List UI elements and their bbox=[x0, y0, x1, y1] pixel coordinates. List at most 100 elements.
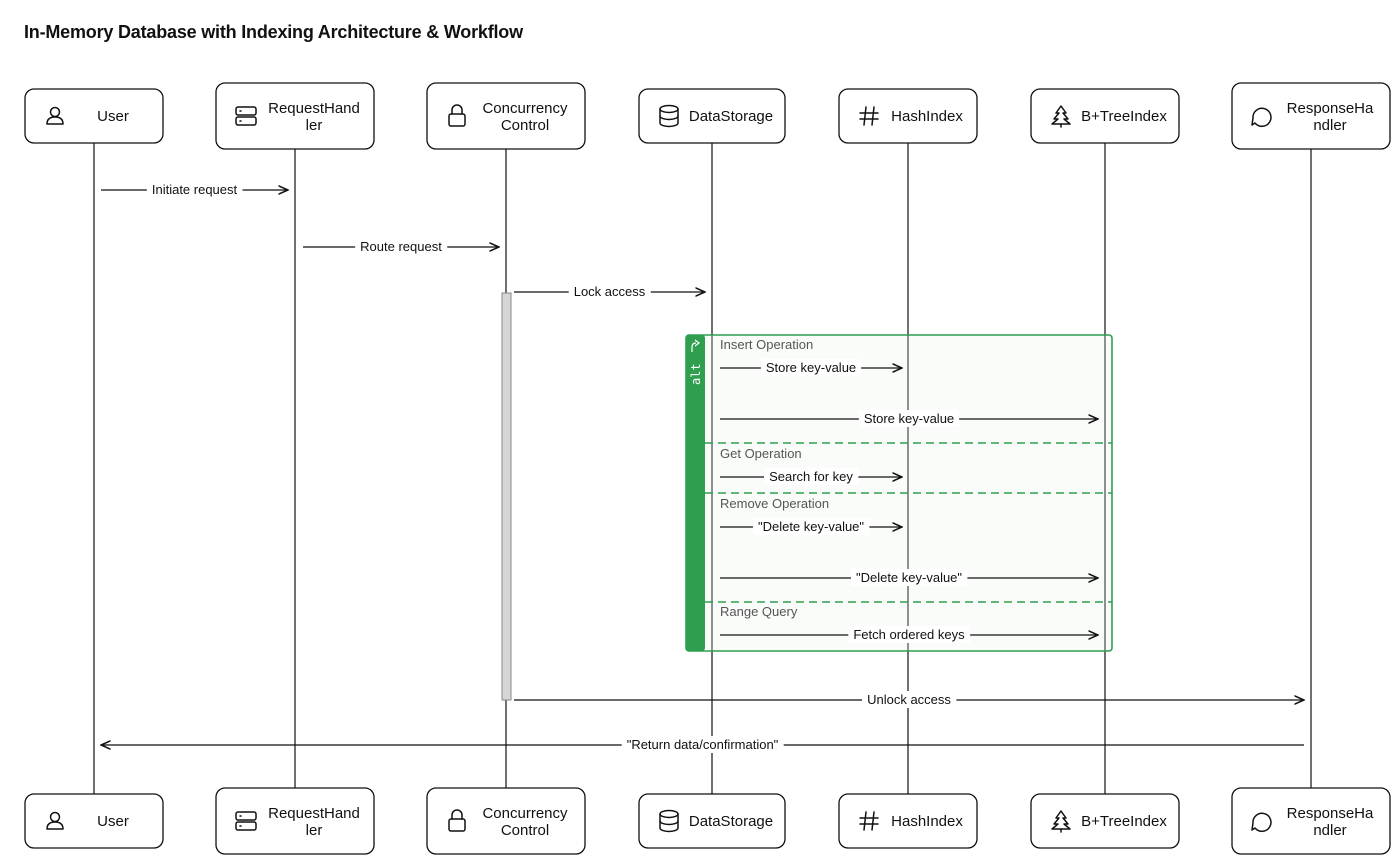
message-label-bg-3 bbox=[760, 359, 862, 376]
participant-label-concurrency-control-bottom-0: Concurrency bbox=[482, 805, 568, 822]
participant-user-top: User bbox=[24, 88, 164, 144]
message-label-9: Unlock access bbox=[867, 692, 951, 707]
tree-icon bbox=[1051, 810, 1071, 833]
participant-box-response-handler-bottom bbox=[1231, 787, 1391, 855]
participant-hash-index-bottom: HashIndex bbox=[838, 793, 978, 849]
participant-label-data-storage-bottom-0: DataStorage bbox=[689, 813, 773, 830]
participant-box-hash-index-bottom bbox=[838, 793, 978, 849]
message-label-bg-7 bbox=[850, 569, 968, 586]
message-label-1: Route request bbox=[360, 239, 442, 254]
message-label-4: Store key-value bbox=[864, 411, 954, 426]
message-7: "Delete key-value" bbox=[720, 569, 1098, 586]
message-8: Fetch ordered keys bbox=[720, 626, 1098, 643]
lock-icon bbox=[448, 104, 466, 127]
participant-label-request-handler-bottom-0: RequestHand bbox=[268, 805, 360, 822]
participant-box-user-bottom bbox=[24, 793, 164, 849]
participant-label-user-top-0: User bbox=[97, 108, 129, 125]
hash-icon bbox=[859, 106, 879, 126]
message-label-0: Initiate request bbox=[152, 182, 238, 197]
participant-label-concurrency-control-top-0: Concurrency bbox=[482, 100, 568, 117]
participant-label-btree-index-bottom-0: B+TreeIndex bbox=[1081, 813, 1167, 830]
alt-section-label-0: Insert Operation bbox=[720, 337, 813, 352]
participant-label-concurrency-control-bottom-1: Control bbox=[501, 822, 549, 839]
participant-box-btree-index-top bbox=[1030, 88, 1180, 144]
message-label-8: Fetch ordered keys bbox=[853, 627, 965, 642]
participant-label-btree-index-top-0: B+TreeIndex bbox=[1081, 108, 1167, 125]
message-label-3: Store key-value bbox=[766, 360, 856, 375]
message-label-bg-9 bbox=[862, 691, 957, 708]
alt-section-label-1: Get Operation bbox=[720, 446, 802, 461]
participant-box-btree-index-bottom bbox=[1030, 793, 1180, 849]
participant-btree-index-bottom: B+TreeIndex bbox=[1030, 793, 1180, 849]
message-9: Unlock access bbox=[514, 691, 1304, 708]
participant-label-concurrency-control-top-1: Control bbox=[501, 117, 549, 134]
user-icon bbox=[46, 811, 64, 830]
message-label-10: "Return data/confirmation" bbox=[627, 737, 779, 752]
participant-box-user-top bbox=[24, 88, 164, 144]
participant-label-hash-index-bottom-0: HashIndex bbox=[891, 813, 963, 830]
alt-frame-label: alt bbox=[689, 363, 703, 385]
chat-bubble-icon bbox=[1251, 812, 1272, 833]
participant-box-data-storage-bottom bbox=[638, 793, 786, 849]
alt-section-label-3: Range Query bbox=[720, 604, 798, 619]
participant-label-request-handler-top-1: ler bbox=[306, 117, 323, 134]
message-label-bg-10 bbox=[621, 736, 784, 753]
message-label-bg-5 bbox=[764, 468, 859, 485]
participant-label-response-handler-bottom-0: ResponseHa bbox=[1287, 805, 1374, 822]
alt-section-label-2: Remove Operation bbox=[720, 496, 829, 511]
participant-label-response-handler-top-1: ndler bbox=[1313, 117, 1346, 134]
participant-data-storage-bottom: DataStorage bbox=[638, 793, 786, 849]
message-2: Lock access bbox=[514, 283, 705, 300]
participant-box-concurrency-control-bottom bbox=[426, 787, 586, 855]
message-label-bg-0 bbox=[146, 181, 243, 198]
user-icon bbox=[46, 106, 64, 125]
database-icon bbox=[659, 104, 679, 128]
participant-box-request-handler-top bbox=[215, 82, 375, 150]
participant-label-user-bottom-0: User bbox=[97, 813, 129, 830]
message-label-6: "Delete key-value" bbox=[758, 519, 864, 534]
message-label-7: "Delete key-value" bbox=[856, 570, 962, 585]
message-6: "Delete key-value" bbox=[720, 518, 902, 535]
participant-box-hash-index-top bbox=[838, 88, 978, 144]
message-label-bg-1 bbox=[355, 238, 448, 255]
message-label-bg-4 bbox=[858, 410, 960, 427]
diagram-title: In-Memory Database with Indexing Archite… bbox=[24, 22, 523, 42]
message-label-5: Search for key bbox=[769, 469, 853, 484]
participant-label-response-handler-top-0: ResponseHa bbox=[1287, 100, 1374, 117]
alt-frame-tab bbox=[686, 335, 705, 651]
chat-bubble-icon bbox=[1251, 107, 1272, 128]
participant-box-response-handler-top bbox=[1231, 82, 1391, 150]
participant-hash-index-top: HashIndex bbox=[838, 88, 978, 144]
activation-bar-concurrency-control bbox=[501, 292, 512, 701]
participant-label-data-storage-top-0: DataStorage bbox=[689, 108, 773, 125]
participant-box-request-handler-bottom bbox=[215, 787, 375, 855]
participant-user-bottom: User bbox=[24, 793, 164, 849]
message-3: Store key-value bbox=[720, 359, 902, 376]
server-icon bbox=[235, 811, 257, 831]
lock-icon bbox=[448, 809, 466, 832]
participant-label-request-handler-bottom-1: ler bbox=[306, 822, 323, 839]
participant-box-concurrency-control-top bbox=[426, 82, 586, 150]
participant-label-hash-index-top-0: HashIndex bbox=[891, 108, 963, 125]
participant-box-data-storage-top bbox=[638, 88, 786, 144]
participant-data-storage-top: DataStorage bbox=[638, 88, 786, 144]
message-label-2: Lock access bbox=[574, 284, 646, 299]
hash-icon bbox=[859, 811, 879, 831]
message-5: Search for key bbox=[720, 468, 902, 485]
message-4: Store key-value bbox=[720, 410, 1098, 427]
message-label-bg-2 bbox=[568, 283, 651, 300]
server-icon bbox=[235, 106, 257, 126]
message-label-bg-8 bbox=[848, 626, 971, 643]
message-label-bg-6 bbox=[752, 518, 870, 535]
participant-label-request-handler-top-0: RequestHand bbox=[268, 100, 360, 117]
tree-icon bbox=[1051, 105, 1071, 128]
message-1: Route request bbox=[303, 238, 499, 255]
